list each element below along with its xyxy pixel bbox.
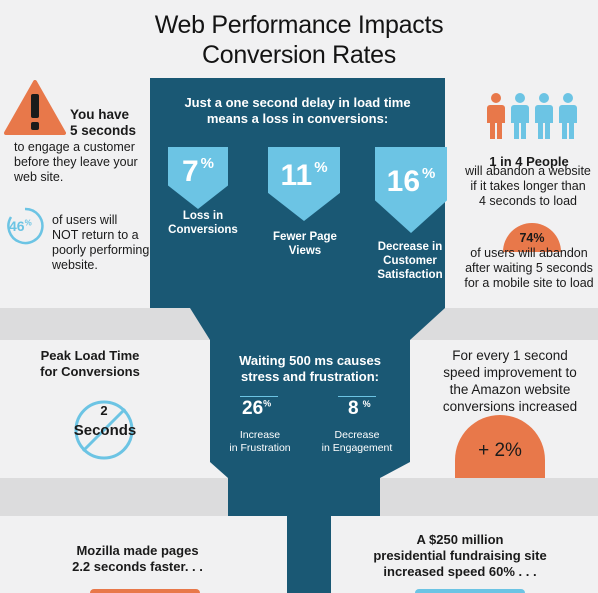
amazon-body: For every 1 second speed improvement to … xyxy=(442,348,578,414)
page-title: Web Performance Impacts Conversion Rates xyxy=(154,11,444,69)
amazon-badge xyxy=(455,415,545,478)
peak-value: 2 xyxy=(100,403,108,418)
clock-icon xyxy=(74,400,134,460)
stat-shield-page-views: 11% xyxy=(268,147,340,221)
stat-label-conversions: Loss in Conversions xyxy=(168,210,238,236)
left-top-heading: You have 5 seconds xyxy=(70,107,137,138)
stat-label-satisfaction: Decrease in Customer Satisfaction xyxy=(377,241,443,281)
person-icon-3 xyxy=(534,93,554,139)
right-stat-body: of users will abandon after waiting 5 se… xyxy=(464,246,594,290)
person-icon-1 xyxy=(486,93,506,139)
mid-stat-label-frustration: Increase in Frustration xyxy=(229,429,291,454)
right-top-heading: 1 in 4 People xyxy=(489,154,569,169)
person-icon-4 xyxy=(558,93,578,139)
left-top-body: to engage a customer before they leave y… xyxy=(14,140,138,184)
fundraising-badge xyxy=(415,589,525,593)
mozilla-badge xyxy=(90,589,200,593)
percent-ring-icon xyxy=(7,207,44,245)
mozilla-text: Mozilla made pages 2.2 seconds faster. .… xyxy=(72,543,203,574)
amazon-value: + 2% xyxy=(478,440,522,461)
mid-stat-label-engagement: Decrease in Engagement xyxy=(321,429,393,454)
mid-stat-rule-2 xyxy=(338,396,376,397)
right-top-body: will abandon a website if it takes longe… xyxy=(465,164,591,208)
peak-title: Peak Load Time for Conversions xyxy=(40,348,140,379)
mid-stat-rule-1 xyxy=(240,396,278,397)
stat-label-page-views: Fewer Page Views xyxy=(273,231,337,257)
mid-stat-value-frustration: 26% xyxy=(242,398,272,419)
right-stat-value: 74% xyxy=(519,231,545,245)
funnel-top-heading: Just a one second delay in load time mea… xyxy=(184,95,411,126)
funnel-mid-heading: Waiting 500 ms causes stress and frustra… xyxy=(239,353,381,384)
person-icon-2 xyxy=(510,93,530,139)
left-stat-value: 46% xyxy=(9,218,32,234)
left-stat-body: of users will NOT return to a poorly per… xyxy=(52,213,150,272)
mid-stat-value-engagement: 8% xyxy=(348,398,371,419)
warning-icon xyxy=(4,80,66,135)
fundraising-text: A $250 million presidential fundraising … xyxy=(373,532,547,579)
peak-unit: Seconds xyxy=(73,422,137,439)
